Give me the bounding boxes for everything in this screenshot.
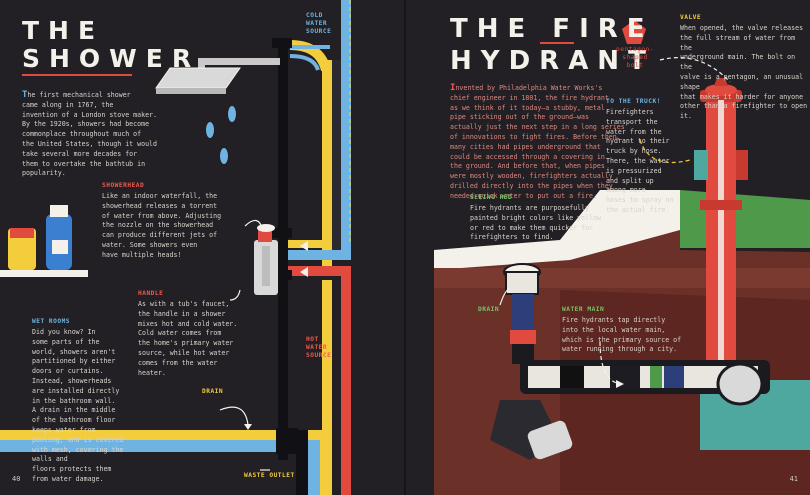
seeing-red-label: SEEING RED [470, 194, 513, 201]
hydrant-title-underline [540, 42, 574, 44]
shower-intro-text: he first mechanical shower came along in… [22, 91, 157, 178]
shower-title-line2: SHOWER [22, 44, 201, 73]
handle-text: As with a tub's faucet, the handle in a … [138, 300, 238, 377]
hydrant-intro-dropcap: I [450, 83, 456, 93]
water-main-label: WATER MAIN [562, 306, 605, 313]
handle-illustration [254, 224, 278, 295]
drain-label: DRAIN [202, 388, 224, 395]
seeing-red-text: Fire hydrants are purposefully painted b… [470, 204, 602, 242]
hot-water-pipe [286, 266, 351, 495]
hydrant-illustration [694, 78, 748, 392]
page-number-right: 41 [789, 475, 798, 483]
to-truck-label: TO THE TRUCK! [606, 98, 661, 105]
cold-water-label: COLD WATER SOURCE [306, 12, 332, 35]
shower-intro: The first mechanical shower came along i… [22, 90, 182, 179]
waste-pipe [0, 428, 330, 495]
showerhead-text: Like an indoor waterfall, the showerhead… [102, 192, 222, 259]
to-truck-text: Firefighters transport the water from th… [606, 108, 674, 214]
wetrooms-text: Did you know? In some parts of the world… [32, 328, 124, 483]
cold-water-pipe [286, 0, 351, 270]
pentagon-bolt-label: pentagon- shaped bolt [616, 46, 655, 69]
hydrant-title-line1: THE FIRE [450, 14, 654, 44]
valve-label: VALVE [680, 14, 702, 21]
shower-intro-dropcap: T [22, 90, 28, 100]
page-number-left: 40 [12, 475, 21, 483]
hydrant-drain-label: DRAIN [478, 306, 500, 313]
wetrooms-label: WET ROOMS [32, 318, 71, 325]
shelf-bottles [0, 205, 88, 277]
hydrant-title-line2: HYDRANT [450, 46, 655, 76]
shower-title-line1: THE [22, 16, 105, 45]
water-main [490, 360, 770, 460]
water-main-text: Fire hydrants tap directly into the loca… [562, 316, 682, 354]
showerhead-illustration [155, 58, 280, 164]
waste-outlet-label: WASTE OUTLET [244, 472, 295, 479]
hydrant-intro-text: nvented by Philadelphia Water Works's ch… [450, 84, 625, 200]
page-gutter [404, 0, 406, 495]
pentagon-bolt-icon [622, 20, 646, 44]
valve-text: When opened, the valve releases the full… [680, 24, 808, 121]
showerhead-label: SHOWERHEAD [102, 182, 145, 189]
shower-title-underline [22, 74, 132, 76]
hydrant-intro: Invented by Philadelphia Water Works's c… [450, 83, 650, 202]
hydrant-drain-pipe [503, 263, 541, 364]
handle-label: HANDLE [138, 290, 164, 297]
hot-water-label: HOT WATER SOURCE [306, 336, 332, 359]
